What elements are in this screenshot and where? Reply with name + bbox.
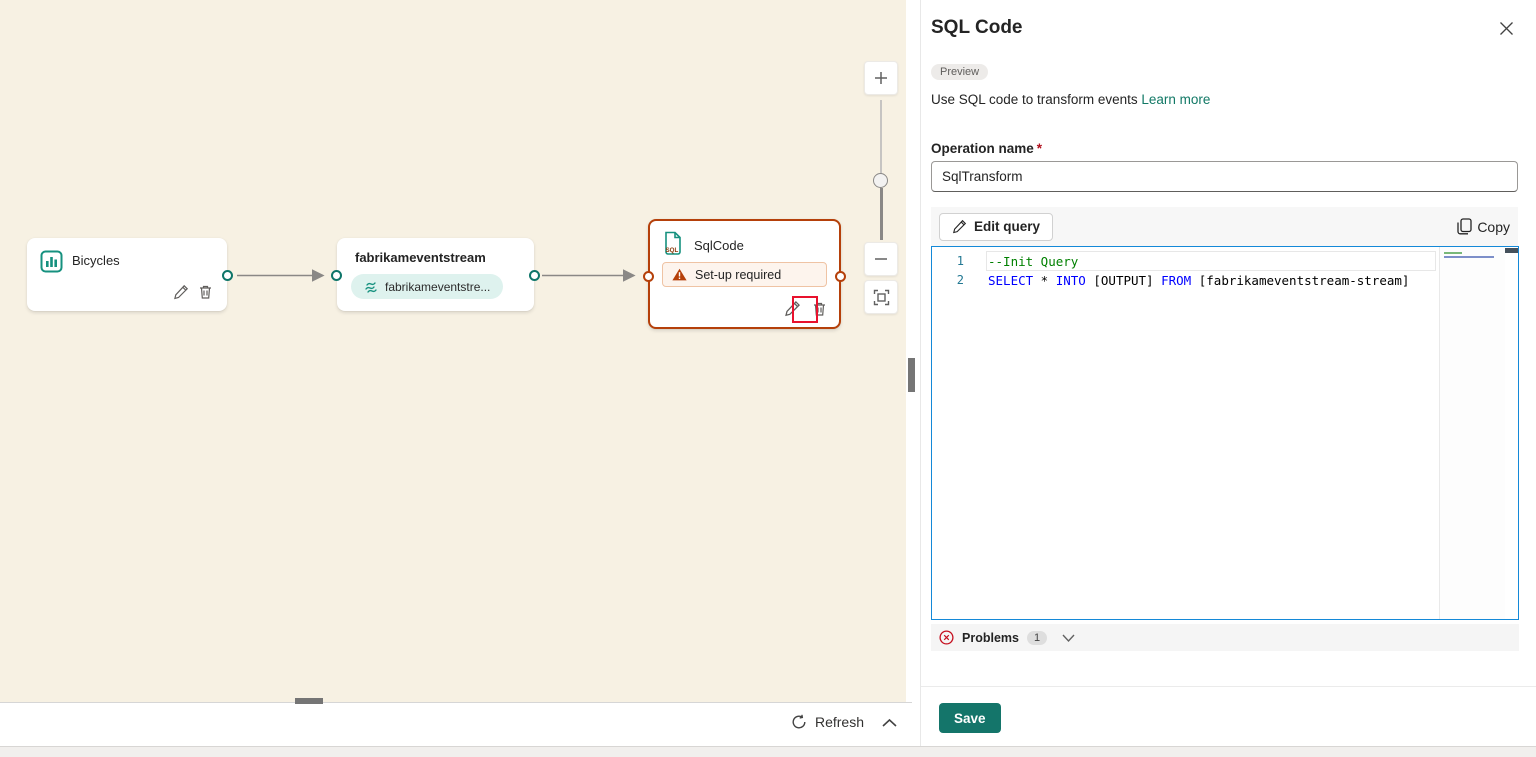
panel-title: SQL Code — [931, 17, 1023, 38]
input-port[interactable] — [643, 271, 654, 282]
zoom-slider-track-lower[interactable] — [880, 188, 883, 240]
delete-trash-icon[interactable] — [812, 301, 827, 317]
fit-screen-icon — [873, 289, 889, 305]
zoom-slider-handle[interactable] — [873, 173, 888, 188]
close-icon — [1499, 21, 1513, 35]
save-button[interactable]: Save — [939, 703, 1001, 733]
vertical-scrollbar-thumb[interactable] — [908, 358, 915, 392]
horizontal-scrollbar-thumb[interactable] — [295, 698, 323, 704]
chevron-down-icon[interactable] — [1061, 633, 1076, 643]
minus-icon — [875, 258, 887, 260]
input-port[interactable] — [331, 270, 342, 281]
plus-icon — [875, 72, 887, 84]
close-panel-button[interactable] — [1496, 18, 1516, 38]
editor-toolbar: Edit query Copy — [931, 207, 1518, 246]
editor-minimap[interactable] — [1439, 247, 1505, 619]
edit-pencil-icon[interactable] — [173, 284, 189, 300]
output-port[interactable] — [529, 270, 540, 281]
operation-name-label: Operation name* — [931, 141, 1043, 156]
output-port[interactable] — [222, 270, 233, 281]
derived-stream-pill[interactable]: fabrikameventstre... — [351, 274, 504, 299]
problems-count-badge: 1 — [1026, 630, 1048, 645]
overview-ruler — [1505, 248, 1518, 253]
problems-label: Problems — [962, 630, 1019, 645]
derived-stream-label: fabrikameventstre... — [385, 279, 491, 294]
zoom-slider-track[interactable] — [880, 100, 882, 174]
click-target-highlight — [792, 296, 818, 323]
delete-trash-icon[interactable] — [198, 284, 213, 300]
setup-required-warning: Set-up required — [662, 262, 827, 287]
code-line[interactable]: --Init Query — [988, 254, 1079, 269]
canvas-bottom-bar: Refresh — [0, 702, 912, 746]
problems-bar[interactable]: Problems 1 — [931, 624, 1519, 651]
refresh-label: Refresh — [814, 714, 864, 730]
node-title: fabrikameventstream — [355, 250, 486, 265]
current-line-highlight — [986, 251, 1436, 271]
sql-code-panel: SQL Code Preview Use SQL code to transfo… — [920, 0, 1536, 746]
node-fabrikameventstream[interactable]: fabrikameventstream fabrikameventstre... — [331, 238, 540, 311]
error-circle-icon — [939, 630, 954, 645]
edit-query-button[interactable]: Edit query — [939, 212, 1054, 241]
edit-pencil-icon[interactable] — [784, 300, 801, 317]
chevron-up-icon[interactable] — [881, 717, 898, 729]
line-number: 2 — [956, 273, 964, 287]
copy-icon — [1457, 218, 1472, 235]
learn-more-link[interactable]: Learn more — [1141, 92, 1211, 107]
node-title: SqlCode — [694, 238, 744, 253]
warning-triangle-icon — [672, 268, 687, 281]
refresh-icon — [792, 714, 806, 729]
panel-description: Use SQL code to transform events Learn m… — [931, 92, 1211, 107]
stream-icon — [365, 281, 377, 293]
diagram-canvas[interactable] — [0, 0, 906, 702]
zoom-in-button[interactable] — [864, 61, 898, 95]
bar-chart-icon — [40, 250, 63, 273]
output-port[interactable] — [835, 271, 846, 282]
edit-pencil-icon — [953, 219, 967, 234]
svg-text:SQL: SQL — [666, 247, 679, 254]
zoom-out-button[interactable] — [864, 242, 898, 276]
node-sqlcode[interactable]: SQL SqlCode Set-up required — [643, 219, 846, 329]
copy-button[interactable]: Copy — [1457, 218, 1510, 235]
refresh-button[interactable]: Refresh — [791, 714, 864, 730]
panel-divider — [921, 686, 1536, 687]
sql-file-icon: SQL — [665, 231, 681, 255]
warning-label: Set-up required — [695, 267, 782, 282]
line-number: 1 — [956, 254, 964, 268]
required-asterisk: * — [1036, 141, 1043, 156]
preview-badge: Preview — [931, 64, 989, 80]
node-bicycles[interactable]: Bicycles — [27, 238, 233, 311]
window-footer-strip — [0, 746, 1536, 757]
edges-layer — [237, 269, 636, 282]
operation-name-input[interactable] — [931, 161, 1518, 192]
code-line[interactable]: SELECT * INTO [OUTPUT] FROM [fabrikameve… — [988, 273, 1410, 288]
node-title: Bicycles — [72, 253, 120, 268]
fit-to-screen-button[interactable] — [864, 280, 898, 314]
